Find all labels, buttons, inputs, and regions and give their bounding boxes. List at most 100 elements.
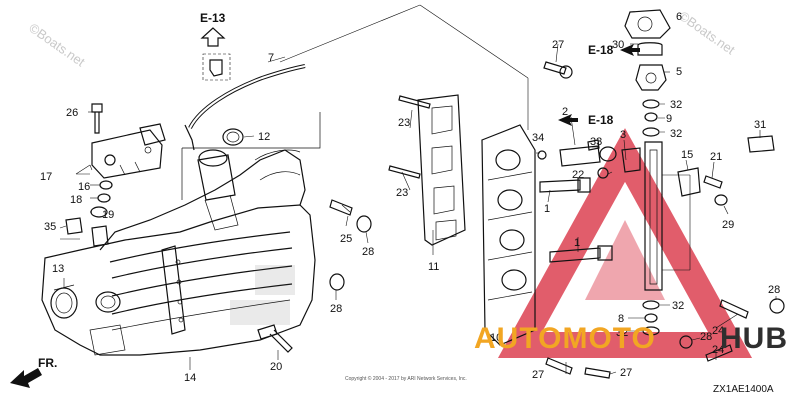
leader-lines (59, 43, 777, 375)
bolt-27-a (545, 357, 573, 375)
collar-35 (65, 217, 83, 235)
callout-23-b: 23 (396, 187, 408, 199)
callout-26: 26 (66, 107, 78, 119)
callout-28-a: 28 (362, 246, 374, 258)
callout-16: 16 (78, 181, 90, 193)
holder-31 (747, 135, 775, 153)
nut-28-lower (329, 273, 345, 291)
e13-label: E-13 (200, 11, 226, 25)
callout-23-a: 23 (398, 117, 410, 129)
bolt-26 (91, 103, 103, 134)
callout-6: 6 (676, 11, 682, 23)
front-direction-arrow: FR. (10, 356, 57, 388)
nut-28-right (769, 298, 785, 314)
callout-8: 8 (618, 313, 624, 325)
bolt-24-b (705, 344, 733, 362)
brand-triangle-logo (497, 128, 753, 358)
callout-18: 18 (70, 194, 82, 206)
fuel-injectors-1 (539, 177, 613, 263)
callout-7: 7 (268, 52, 274, 64)
nut-28-bottom (679, 335, 693, 349)
callout-21: 21 (710, 151, 722, 163)
callout-20: 20 (270, 361, 282, 373)
collar-8 (644, 313, 658, 323)
collar-29 (714, 194, 728, 206)
callout-10: 10 (490, 332, 502, 344)
intake-flange-10 (481, 124, 536, 346)
gasket-13 (50, 284, 78, 319)
callout-17: 17 (40, 171, 52, 183)
callout-22: 22 (572, 169, 584, 181)
brand-automoto-text: AUTOMOTO (474, 322, 656, 355)
callout-25: 25 (340, 233, 352, 245)
front-label: FR. (38, 356, 57, 370)
callout-19: 19 (102, 209, 114, 221)
callout-30: 30 (612, 39, 624, 51)
callout-32-d: 32 (616, 327, 628, 339)
up-arrow-icon (200, 27, 226, 47)
idle-air-valve (91, 123, 166, 179)
pressure-regulator-5 (624, 9, 671, 91)
watermark-top-right: ©Boats.net (676, 8, 738, 58)
o-ring-32-d (642, 326, 660, 336)
seal-33 (587, 139, 600, 151)
callout-28-b: 28 (330, 303, 342, 315)
callout-32-b: 32 (670, 128, 682, 140)
intake-manifold-14 (41, 149, 316, 356)
callout-1-b: 1 (574, 237, 580, 249)
studs-23 (388, 95, 431, 179)
e18-reference: E-18 E-18 (558, 43, 640, 127)
fuel-rail-4 (621, 141, 691, 291)
bolt-27-b (584, 367, 611, 379)
injector-2 (559, 145, 601, 167)
collar-9 (644, 112, 658, 122)
nut-22 (597, 167, 609, 179)
o-ring-32-a (642, 99, 660, 109)
callout-24-b: 24 (712, 344, 724, 356)
e18-label-mid: E-18 (588, 113, 614, 127)
bolt-21 (703, 175, 723, 189)
callout-numbers: 7 12 26 17 16 18 19 35 13 14 20 25 28 28… (40, 11, 780, 384)
washer-18 (97, 193, 111, 203)
callout-32-c: 32 (672, 300, 684, 312)
callout-34: 34 (532, 132, 544, 144)
callout-33: 33 (590, 136, 602, 148)
callout-14: 14 (184, 372, 196, 384)
clip-part (209, 59, 223, 77)
watermark-top-left: ©Boats.net (26, 20, 88, 70)
callout-32-a: 32 (670, 99, 682, 111)
o-ring-32-c (642, 300, 660, 310)
nut-28-upper (356, 215, 372, 233)
callout-12: 12 (258, 131, 270, 143)
bolt-20 (257, 324, 293, 353)
diagram-code: ZX1AE1400A (713, 384, 774, 395)
callout-27-a: 27 (532, 369, 544, 381)
shading-dots (60, 238, 295, 325)
callout-9: 9 (666, 113, 672, 125)
e18-label-top: E-18 (588, 43, 614, 57)
o-ring-12 (222, 128, 244, 146)
callout-13: 13 (52, 263, 64, 275)
callout-31: 31 (754, 119, 766, 131)
callout-27-b: 27 (620, 367, 632, 379)
callout-1-a: 1 (544, 203, 550, 215)
callout-15: 15 (681, 149, 693, 161)
o-ring-32-b (642, 127, 660, 137)
bolt-24-a (719, 299, 749, 319)
callout-3: 3 (620, 129, 626, 141)
callout-11: 11 (428, 261, 439, 273)
washer-16 (99, 180, 113, 190)
callout-29: 29 (722, 219, 734, 231)
callout-28-d: 28 (700, 331, 712, 343)
bolt-27-upper (543, 61, 567, 75)
callout-28-c: 28 (768, 284, 780, 296)
bracket-15 (677, 167, 701, 197)
brand-hub-text: HUB (720, 322, 788, 355)
copyright-line: Copyright © 2004 - 2017 by ARI Network S… (345, 375, 467, 382)
e13-reference: E-13 (200, 11, 231, 81)
bolt-25 (329, 199, 353, 216)
breather-tube-7 (188, 64, 306, 129)
callout-24-a: 24 (712, 325, 724, 337)
